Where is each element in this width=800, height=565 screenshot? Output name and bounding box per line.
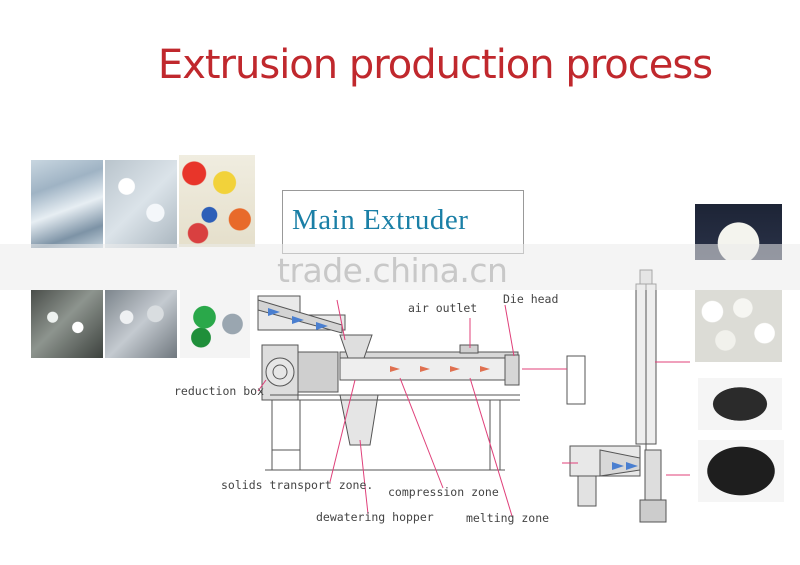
white-pellets-large-photo [695, 290, 782, 362]
dewatering-hopper-label: dewatering hopper [316, 510, 434, 524]
shredded-film-photo [31, 160, 103, 248]
die-head-label: Die head [503, 292, 559, 306]
black-granules-photo [698, 378, 782, 430]
solids-transport-zone-label: solids transport zone. [221, 478, 374, 492]
reduction-box-label: reduction box [174, 384, 265, 398]
main-extruder-label-box [282, 190, 524, 254]
main-extruder-label: Main Extruder [292, 204, 469, 236]
clear-flakes-photo [105, 160, 177, 248]
compression-zone-label: compression zone [388, 485, 499, 499]
gray-regrind-photo [105, 290, 177, 358]
watermark-text: trade.china.cn [277, 251, 508, 290]
melting-zone-label: melting zone [466, 511, 550, 525]
colored-flakes-photo [179, 155, 255, 247]
watermark-band [0, 244, 800, 290]
black-granules-large-photo [698, 440, 784, 502]
page-title: Extrusion production process [157, 42, 713, 88]
green-regrind-photo [180, 290, 250, 358]
clear-regrind-photo [31, 290, 103, 358]
air-outlet-label: air outlet [408, 301, 478, 315]
